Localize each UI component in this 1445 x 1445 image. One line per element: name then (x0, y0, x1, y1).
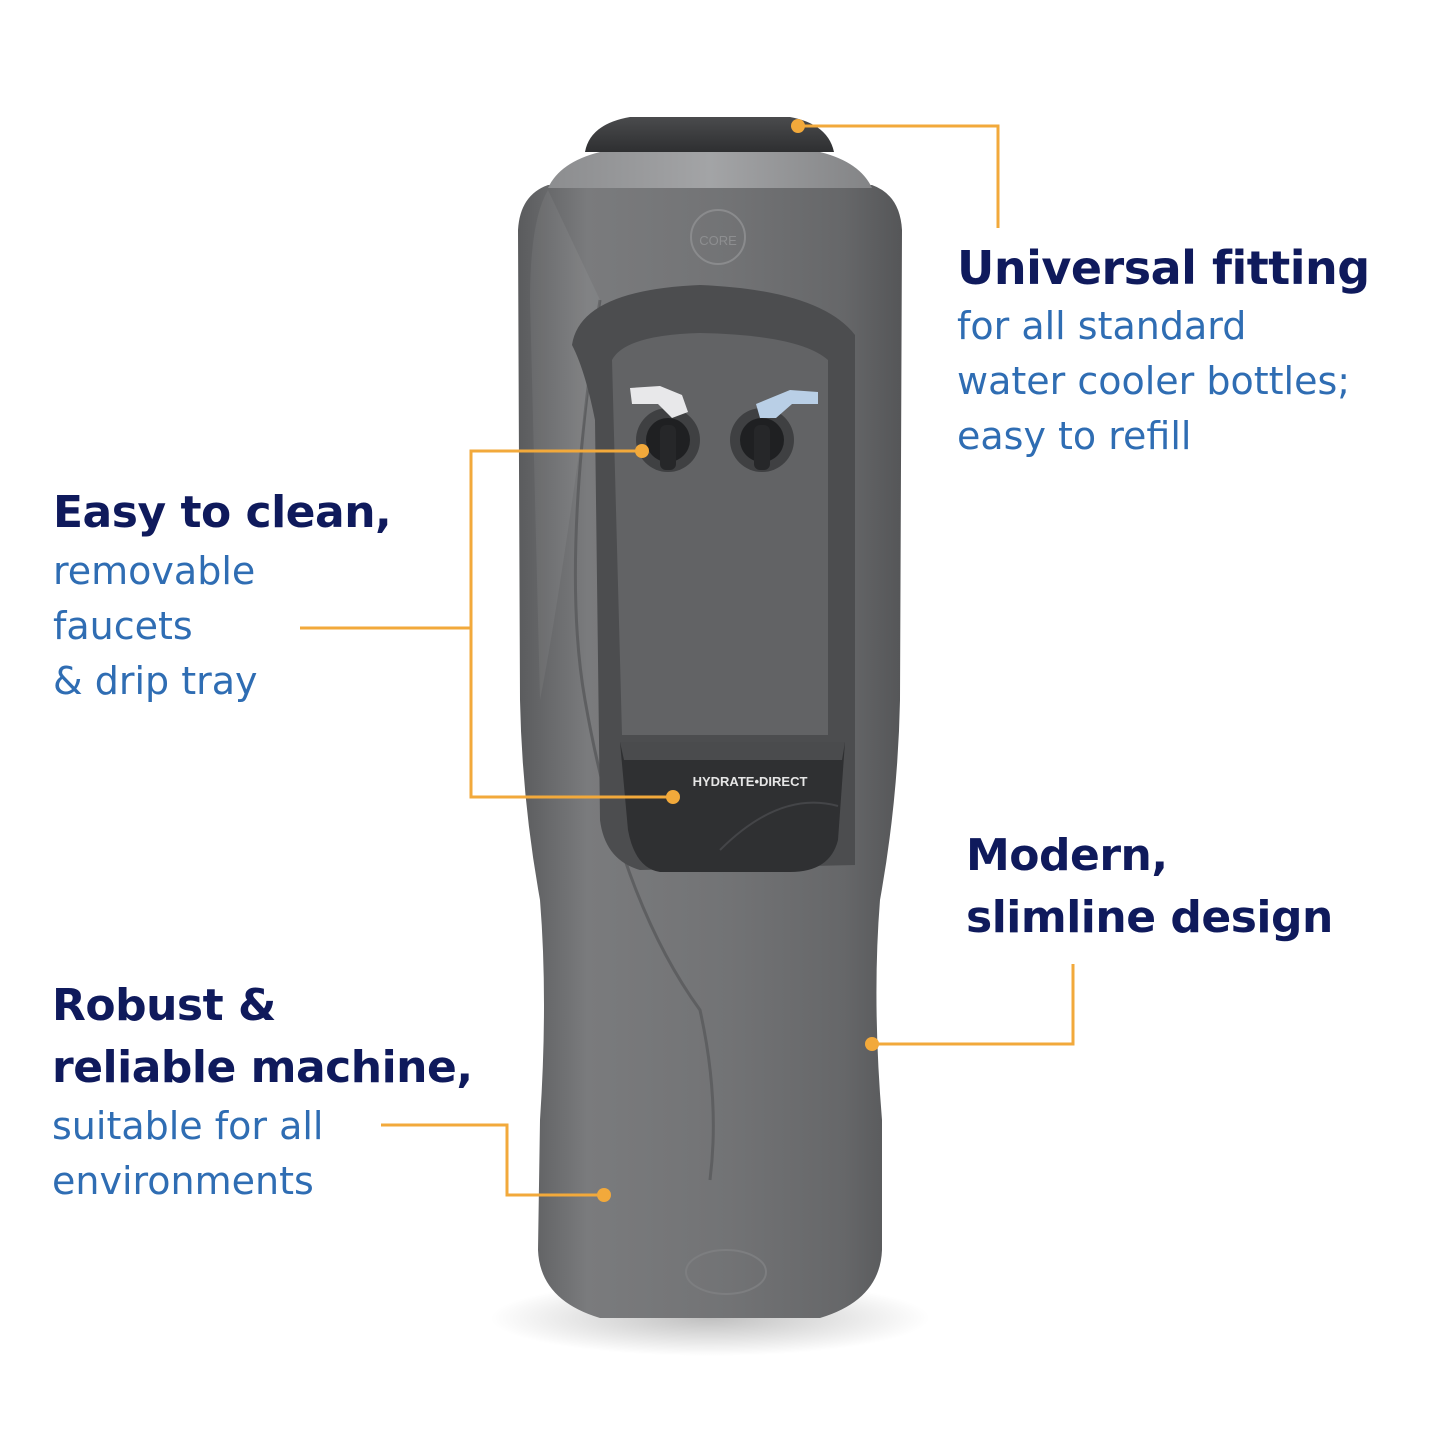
leader-dots (597, 119, 879, 1202)
leader-universal (798, 124, 1000, 228)
base-oval (685, 1249, 767, 1295)
drip-tray (620, 742, 845, 872)
cold-tap (730, 390, 818, 472)
callout-line: environments (52, 1159, 314, 1203)
callout-line: suitable for all (52, 1104, 324, 1148)
body-highlight (530, 190, 600, 700)
drip-tray-lip (620, 742, 845, 760)
callout-modern-design: Modern, slimline design (966, 825, 1333, 949)
callout-easy-to-clean: Easy to clean, removable faucets & drip … (53, 482, 392, 709)
callout-line: faucets (53, 604, 193, 648)
callout-line: & drip tray (53, 659, 258, 703)
callout-heading: slimline design (966, 892, 1333, 943)
callout-line: for all standard (957, 304, 1247, 348)
callout-heading: Easy to clean, (53, 487, 392, 538)
brand-label: HYDRATE•DIRECT (693, 774, 808, 789)
leader-clean (469, 449, 673, 799)
callout-heading: Robust & (52, 980, 276, 1031)
leader-modern (872, 964, 1075, 1046)
bottle-collar (548, 152, 872, 188)
leader-lines (300, 124, 1075, 1197)
callout-heading: Universal fitting (957, 241, 1370, 295)
callout-line: removable (53, 549, 256, 593)
core-logo-circle (690, 209, 746, 265)
callout-heading: reliable machine, (52, 1042, 473, 1093)
hot-tap (630, 386, 700, 472)
bottle-seat (585, 117, 834, 152)
callout-line: easy to refill (957, 414, 1192, 458)
drip-tray-swirl (719, 801, 839, 851)
leader-robust (381, 1123, 604, 1197)
core-logo-text: CORE (699, 233, 737, 248)
callout-line: water cooler bottles; (957, 359, 1351, 403)
callout-heading: Modern, (966, 830, 1168, 881)
callout-universal-fitting: Universal fitting for all standard water… (957, 237, 1370, 464)
callout-robust: Robust & reliable machine, suitable for … (52, 975, 473, 1209)
